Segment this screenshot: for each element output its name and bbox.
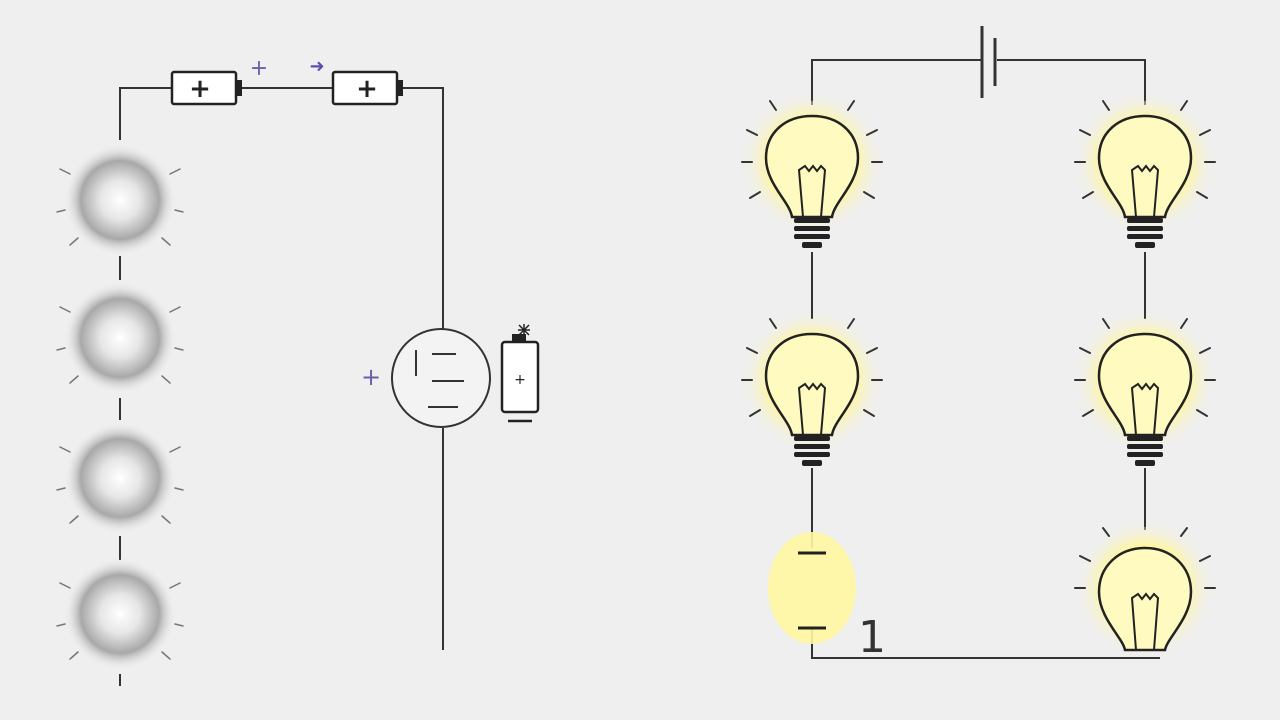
battery-icon: + bbox=[500, 324, 540, 423]
lit-bulb-left-2 bbox=[738, 306, 886, 468]
battery-icon: + bbox=[331, 70, 403, 106]
label-one: 1 bbox=[858, 612, 886, 663]
lit-bulb-right-2 bbox=[1071, 306, 1219, 468]
dim-bulb-2 bbox=[56, 281, 184, 395]
battery-2-sign: + bbox=[356, 74, 378, 104]
meter-icon bbox=[391, 328, 491, 428]
lit-bulb-right-1 bbox=[1071, 88, 1219, 250]
battery-icon bbox=[980, 26, 997, 98]
glow-cell bbox=[768, 532, 856, 644]
meter-plus-sign: + bbox=[361, 363, 381, 391]
battery-icon: + bbox=[170, 70, 242, 106]
lit-bulb-right-3 bbox=[1074, 517, 1216, 658]
dim-bulb-4 bbox=[56, 557, 184, 671]
right-circuit: 1 bbox=[738, 26, 1219, 663]
arrow-icon: ➜ bbox=[309, 56, 324, 77]
dim-bulb-1 bbox=[56, 143, 184, 257]
small-battery-sign: + bbox=[514, 372, 526, 388]
left-circuit: + + + ➜ + bbox=[56, 56, 540, 686]
dim-bulb-3 bbox=[56, 421, 184, 535]
left-wires bbox=[119, 87, 444, 686]
battery-1-sign: + bbox=[189, 74, 211, 104]
top-plus-sign: + bbox=[250, 56, 268, 81]
lit-bulb-left-1 bbox=[738, 88, 886, 250]
